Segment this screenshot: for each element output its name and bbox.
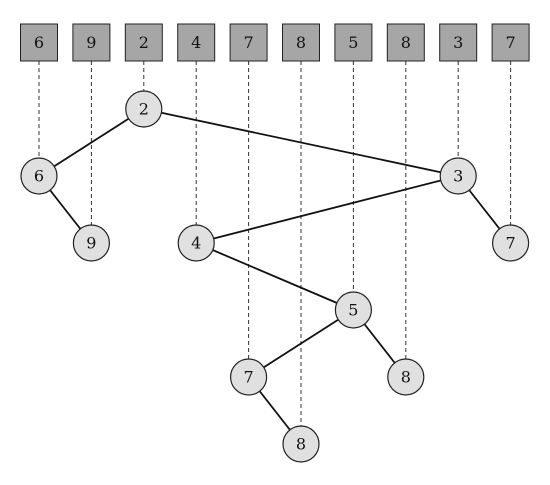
array-cell-label: 9 [86, 33, 96, 52]
array-cell: 6 [20, 23, 58, 62]
array-cell: 3 [439, 23, 478, 62]
array-cell-label: 2 [139, 33, 149, 52]
array-cell-label: 5 [348, 33, 358, 52]
tree-node-circle [282, 425, 320, 463]
tree-node: 7 [492, 224, 530, 262]
array-cell-box [229, 23, 268, 62]
tree-edge [143, 108, 459, 177]
tree-node-circle [230, 358, 268, 396]
tree-node-label: 5 [348, 301, 358, 320]
tree-edges [38, 108, 512, 445]
array-cells: 6 9 2 4 7 8 5 8 3 7 [20, 23, 530, 62]
tree-node-circle [492, 224, 530, 262]
tree-node-label: 8 [401, 368, 411, 387]
array-cell-box [491, 23, 530, 62]
array-cell-box [177, 23, 216, 62]
tree-edge [195, 175, 459, 244]
tree-node-label: 7 [244, 368, 254, 387]
tree-node-label: 7 [506, 234, 516, 253]
array-cell-box [334, 23, 373, 62]
array-cell-box [386, 23, 425, 62]
array-cell: 2 [124, 23, 163, 62]
tree-edge [248, 309, 354, 378]
tree-node: 2 [125, 90, 163, 128]
tree-node: 7 [230, 358, 268, 396]
tree-node-circle [72, 224, 111, 262]
array-cell-label: 6 [34, 33, 44, 52]
array-cell-box [282, 23, 320, 62]
tree-node-label: 3 [453, 167, 463, 186]
array-cell-label: 3 [453, 33, 463, 52]
tree-node-circle [439, 157, 477, 195]
tree-edge [38, 108, 145, 177]
array-cell-label: 8 [401, 33, 411, 52]
array-cell: 7 [491, 23, 530, 62]
array-cell: 8 [386, 23, 425, 62]
array-cell: 4 [177, 23, 216, 62]
tree-node-circle [387, 358, 425, 396]
array-cell-box [124, 23, 163, 62]
array-cell: 8 [282, 23, 320, 62]
tree-node: 8 [282, 425, 320, 463]
array-cell-label: 4 [191, 33, 201, 52]
tree-node: 5 [334, 291, 372, 329]
tree-node: 9 [72, 224, 111, 262]
tree-node: 8 [387, 358, 425, 396]
array-cell-box [20, 23, 58, 62]
array-cell: 5 [334, 23, 373, 62]
tree-node-circle [334, 291, 372, 329]
tree-edge [195, 242, 354, 311]
tree-nodes: 6 9 2 4 7 8 5 8 3 7 [20, 90, 530, 463]
tree-node-label: 2 [139, 100, 149, 119]
array-cell-label: 7 [244, 33, 254, 52]
tree-node-label: 8 [296, 435, 306, 454]
array-cell-label: 8 [296, 33, 306, 52]
tree-node-circle [20, 157, 58, 195]
tree-node-label: 6 [34, 167, 44, 186]
tree-node: 6 [20, 157, 58, 195]
array-cell: 9 [72, 23, 111, 62]
array-cell-box [439, 23, 478, 62]
array-cell-label: 7 [506, 33, 516, 52]
array-cell-box [72, 23, 111, 62]
guide-lines [38, 61, 512, 426]
tree-node-label: 9 [86, 234, 96, 253]
tree-node-circle [177, 224, 215, 262]
tree-node: 3 [439, 157, 477, 195]
tree-node-circle [125, 90, 163, 128]
tree-node: 4 [177, 224, 215, 262]
array-cell: 7 [229, 23, 268, 62]
tree-node-label: 4 [191, 234, 201, 253]
